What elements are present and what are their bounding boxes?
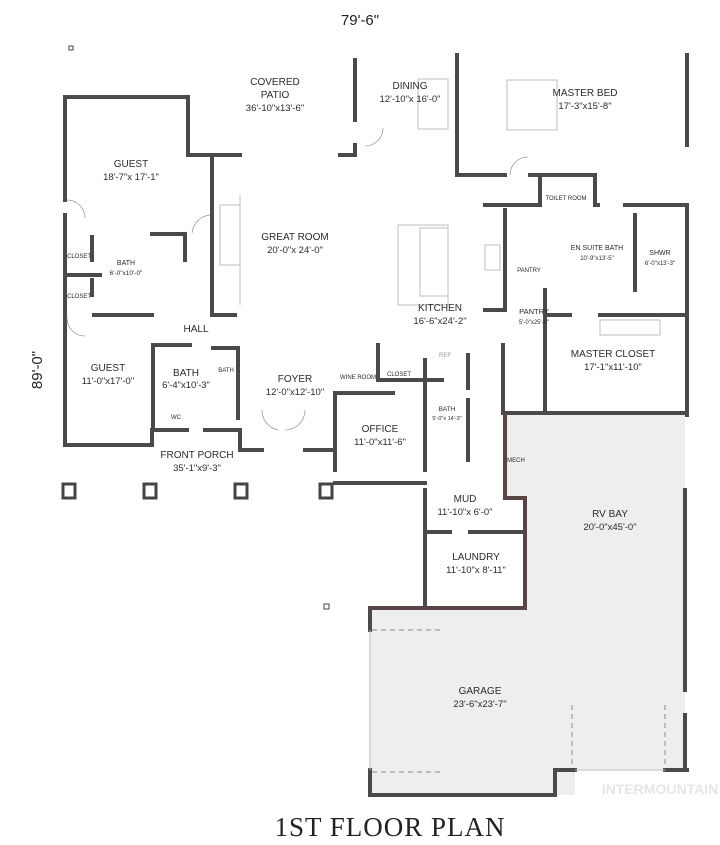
office-size: 11'-0"x11'-6" (354, 437, 406, 448)
bath-1-size: 6'-0"x10'-0" (110, 270, 143, 277)
hall-label: HALL (183, 324, 208, 335)
great-room-label: GREAT ROOM (261, 232, 328, 243)
pantry-small-label: PANTRY (517, 268, 541, 274)
pantry-size: 5'-0"x25'-0" (519, 320, 549, 326)
closet-2-label: CLOSET (67, 294, 91, 300)
covered-patio-label: COVERED (250, 77, 299, 88)
guest-2-size: 11'-0"x17'-0" (82, 376, 134, 387)
shower-size: 6'-0"x13'-3" (645, 261, 675, 267)
bath-2-small-label: BATH (218, 368, 234, 374)
rv-bay-label: RV BAY (592, 509, 628, 520)
master-closet-size: 17'-1"x11'-10" (584, 362, 642, 373)
dining-label: DINING (393, 81, 428, 92)
en-suite-label: EN SUITE BATH (571, 245, 623, 252)
garage-label: GARAGE (459, 686, 502, 697)
garage-size: 23'-6"x23'-7" (453, 699, 506, 710)
front-porch-label: FRONT PORCH (160, 450, 233, 461)
closet-3-label: CLOSET (387, 372, 411, 378)
shower-label: SHWR (649, 250, 670, 257)
overall-width-dimension: 79'-6" (341, 12, 379, 29)
laundry-label: LAUNDRY (452, 552, 500, 563)
watermark: INTERMOUNTAIN (602, 781, 718, 797)
porch-posts (61, 45, 334, 610)
en-suite-size: 10'-9"x13'-5" (580, 256, 614, 262)
kitchen-label: KITCHEN (418, 303, 462, 314)
toilet-room-label: TOILET ROOM (545, 196, 586, 202)
mud-label: MUD (454, 494, 477, 505)
guest-1-label: GUEST (114, 159, 148, 170)
bath-1-label: BATH (117, 260, 135, 267)
office-label: OFFICE (362, 424, 399, 435)
wc-label: WC (171, 415, 182, 421)
bath-3-label: BATH (439, 406, 456, 413)
foyer-size: 12'-0"x12'-10" (266, 387, 324, 398)
garage-floor (370, 413, 685, 795)
bath-3-size: 5'-0"x 14'-3" (432, 416, 461, 422)
covered-patio-label-2: PATIO (261, 90, 290, 101)
laundry-size: 11'-10"x 8'-11" (446, 565, 506, 576)
master-closet-label: MASTER CLOSET (571, 349, 655, 360)
plan-title: 1ST FLOOR PLAN (274, 812, 505, 842)
kitchen-size: 16'-6"x24'-2" (413, 316, 466, 327)
mech-label: MECH (507, 458, 525, 464)
great-room-size: 20'-0"x 24'-0" (267, 245, 323, 256)
bath-2-size: 6'-4"x10'-3" (162, 380, 210, 391)
pantry-label: PANTRY (519, 307, 549, 316)
walls (63, 53, 689, 797)
bath-2-label: BATH (173, 368, 199, 379)
overall-depth-dimension: 89'-0" (29, 351, 46, 389)
rv-bay-size: 20'-0"x45'-0" (583, 522, 636, 533)
closet-1-label: CLOSET (67, 254, 91, 260)
master-bed-size: 17'-3"x15'-8" (558, 101, 611, 112)
guest-1-size: 18'-7"x 17'-1" (103, 172, 159, 183)
dining-size: 12'-10"x 16'-0" (379, 94, 440, 105)
master-bed-label: MASTER BED (552, 88, 617, 99)
covered-patio-size: 36'-10"x13'-6" (246, 103, 304, 114)
room-labels: COVERED PATIO 36'-10"x13'-6" DINING 12'-… (67, 77, 675, 710)
wine-room-label: WINE ROOM (340, 375, 376, 381)
foyer-label: FOYER (278, 374, 312, 385)
mud-size: 11'-10"x 6'-0" (437, 507, 492, 518)
fixtures (66, 78, 666, 773)
front-porch-size: 35'-1"x9'-3" (173, 463, 221, 474)
guest-2-label: GUEST (91, 363, 125, 374)
ref-label: REF (439, 353, 451, 359)
